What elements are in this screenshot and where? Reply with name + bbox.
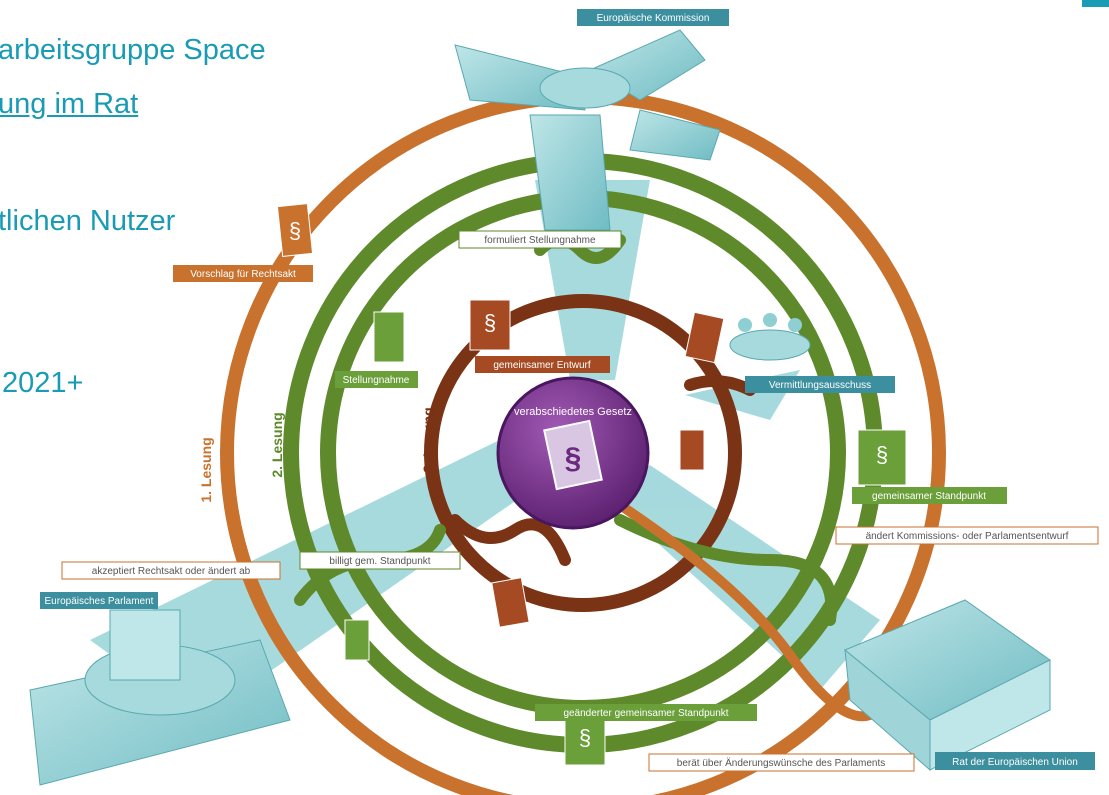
proposal-label-box (173, 265, 313, 282)
amended-position-document-icon (564, 714, 606, 766)
ring-connectors (294, 234, 875, 722)
step-labels-filled: Vorschlag für Rechtsakt Stellungnahme ge… (173, 265, 1007, 721)
svg-text:§: § (484, 310, 496, 335)
conciliation-label-box (745, 376, 895, 393)
amended-position-label: geänderter gemeinsamer Standpunkt (563, 708, 728, 719)
torn-document-icon-2 (679, 429, 705, 471)
meeting-table-icon (729, 329, 811, 361)
commission-label-box (577, 9, 729, 26)
ring-third-reading (424, 294, 742, 612)
council-label-box (935, 752, 1095, 770)
torn-document-icon-3 (684, 311, 725, 364)
slide-corner-bar (1082, 0, 1109, 7)
common-position-document-icon (857, 429, 907, 486)
step-labels-outlined: formuliert Stellungnahme ändert Kommissi… (61, 230, 1099, 772)
amended-position-label-box (535, 704, 757, 721)
approves-label: billigt gem. Standpunkt (329, 556, 430, 567)
svg-text:§: § (565, 442, 582, 475)
proposal-label: Vorschlag für Rechtsakt (190, 269, 296, 280)
torn-document-icon (491, 577, 530, 628)
common-position-label: gemeinsamer Standpunkt (872, 491, 986, 502)
opinion-label-box (335, 371, 418, 388)
council-building: Rat der Europäischen Union (844, 599, 1095, 772)
opinion-label: Stellungnahme (343, 375, 410, 386)
svg-text:§: § (289, 218, 301, 243)
parliament-label-box (40, 592, 158, 609)
proposal-document-icon (276, 203, 314, 257)
deliberates-label-box (648, 753, 915, 772)
opinion-commission-label-box (458, 230, 622, 249)
amends-label-box (835, 526, 1099, 545)
parliament-label: Europäisches Parlament (45, 596, 154, 607)
opinion-commission-label: formuliert Stellungnahme (484, 235, 596, 246)
paragraph-document-icon (543, 419, 603, 491)
conciliation-committee: Vermittlungsausschuss (729, 313, 895, 393)
reading-labels: 1. Lesung 2. Lesung 3. Lesung (198, 407, 436, 502)
svg-text:§: § (579, 725, 591, 750)
conciliation-label: Vermittlungsausschuss (769, 380, 871, 391)
opinion-document-icon (373, 311, 405, 363)
torn-document-icon-4 (344, 619, 370, 661)
third-reading-label: 3. Lesung (420, 407, 436, 472)
common-position-label-box (852, 487, 1007, 504)
document-icons: § § § § (276, 203, 907, 766)
commission-building: Europäische Kommission (454, 9, 729, 231)
accepts-label: akzeptiert Rechtsakt oder ändert ab (92, 566, 251, 577)
deliberates-label: berät über Änderungswünsche des Parlamen… (677, 757, 885, 769)
slide-text-line-1: arbeitsgruppe Space (0, 34, 266, 66)
parliament-building: Europäisches Parlament (29, 592, 291, 786)
council-label: Rat der Europäischen Union (952, 757, 1078, 768)
slide-link-line-2[interactable]: ung im Rat (0, 88, 139, 120)
center-label: verabschiedetes Gesetz (514, 406, 632, 418)
first-reading-label: 1. Lesung (198, 437, 214, 502)
slide-text-line-4: 2021+ (2, 367, 84, 399)
joint-draft-label-box (475, 356, 610, 373)
slide-text-line-3: tlichen Nutzer (0, 205, 176, 237)
amends-label: ändert Kommissions- oder Parlamentsentwu… (866, 531, 1069, 542)
joint-draft-document-icon (469, 299, 511, 351)
approves-label-box (299, 551, 461, 570)
joint-draft-label: gemeinsamer Entwurf (493, 360, 590, 371)
center-adopted-law: verabschiedetes Gesetz § (496, 376, 650, 530)
second-reading-label: 2. Lesung (269, 412, 285, 477)
commission-label: Europäische Kommission (597, 13, 710, 24)
accepts-label-box (61, 561, 281, 580)
svg-text:§: § (876, 442, 888, 467)
